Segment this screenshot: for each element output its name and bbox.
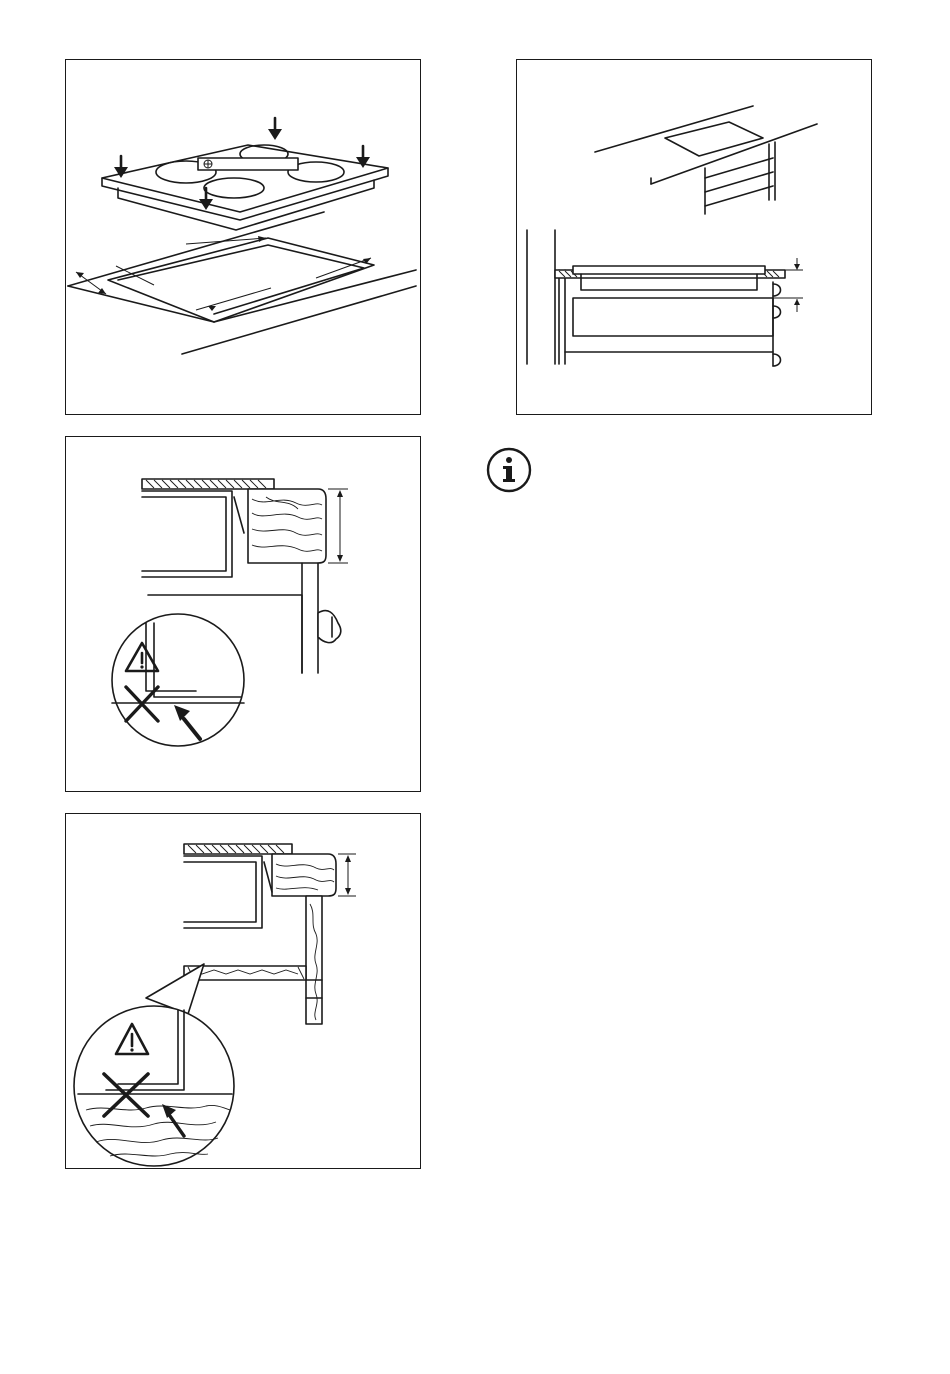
hob-installation-figure [65, 59, 421, 415]
oven-clearance-figure [65, 813, 421, 1169]
drawer-clearance-figure [65, 436, 421, 792]
handle [773, 284, 781, 296]
down-arrow-icon [268, 118, 282, 140]
wood-frame-section [272, 854, 336, 896]
dimension-line [196, 288, 271, 310]
hob-body-section [142, 491, 232, 577]
fixing-bracket [264, 862, 272, 892]
cabinet-section-drawing [517, 60, 873, 416]
drawer-knob [318, 611, 341, 643]
hob-installation-drawing [66, 60, 422, 416]
cabinet-upright [306, 896, 322, 1024]
cabinet-section-figure [516, 59, 872, 415]
fixing-bracket [234, 497, 244, 533]
drawer-clearance-drawing [66, 437, 422, 793]
detail-magnifier [112, 614, 244, 746]
hob-section [573, 266, 765, 274]
drawer-section [573, 298, 773, 336]
hob-body-section [184, 856, 262, 928]
cutout-inner-edge [118, 245, 364, 314]
info-icon [486, 447, 532, 493]
control-panel [198, 158, 298, 170]
oven-clearance-drawing [66, 814, 422, 1170]
worktop-front-bottom [182, 286, 416, 354]
